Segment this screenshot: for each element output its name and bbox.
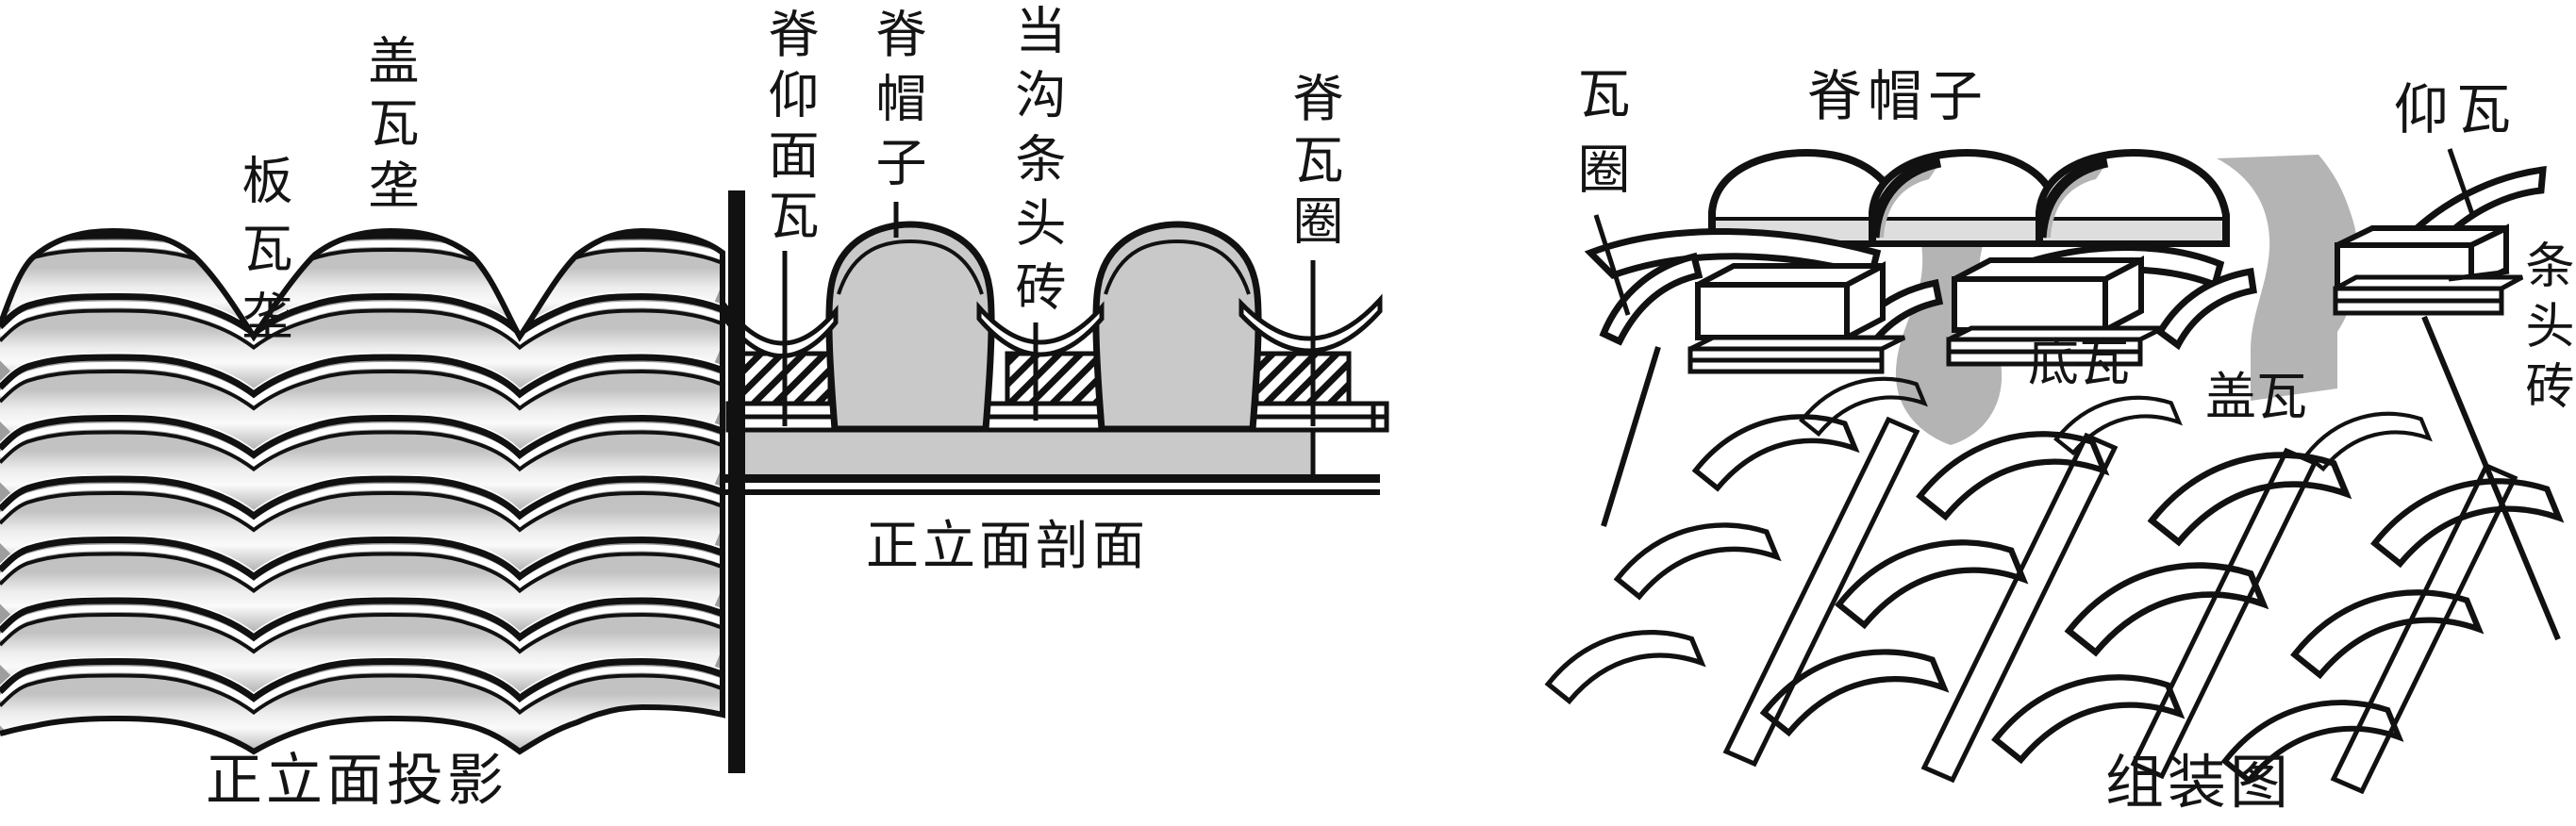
label-wa-quan: 瓦圈 bbox=[1570, 66, 1628, 217]
leader-lines bbox=[782, 148, 2510, 426]
label-ji-yang-mian-wa: 脊仰面瓦 bbox=[760, 8, 817, 249]
assembly-mortar-patches bbox=[1868, 155, 2359, 445]
label-ji-mao-zi-assembly: 脊帽子 bbox=[1807, 66, 1989, 127]
caption-projection: 正立面投影 bbox=[206, 750, 507, 812]
label-ji-mao-zi-section: 脊帽子 bbox=[868, 8, 924, 200]
assembly-tile-field bbox=[1548, 379, 2559, 781]
brick-middle bbox=[1005, 351, 1105, 406]
section-tile-ring-swoops bbox=[723, 293, 1383, 358]
brick-box-2 bbox=[1952, 256, 2144, 335]
assembly-ridge-caps bbox=[1708, 148, 2230, 247]
yang-wa-tile bbox=[2408, 165, 2547, 248]
plate-1 bbox=[1687, 335, 1906, 374]
label-di-wa: 底瓦 bbox=[2028, 335, 2130, 391]
caption-assembly: 组装图 bbox=[2105, 752, 2293, 816]
leader-tiao-tou-zhuan bbox=[2448, 269, 2510, 282]
section-ridge-cap-right bbox=[1092, 221, 1262, 433]
ridge-cap-2 bbox=[1869, 148, 2063, 247]
leader-wa-quan bbox=[1593, 214, 1631, 316]
section-ridge-cap-left bbox=[825, 221, 995, 433]
projection-tile-rows bbox=[0, 231, 723, 752]
label-gai-wa-long: 盖瓦垄 bbox=[360, 34, 417, 221]
plate-3 bbox=[2333, 274, 2524, 316]
section-base-lines bbox=[723, 474, 1380, 495]
small-ring-right bbox=[2155, 267, 2257, 351]
brick-box-1 bbox=[1695, 261, 1886, 342]
label-tiao-tou-zhuan: 条头砖 bbox=[2518, 240, 2571, 421]
caption-section: 正立面剖面 bbox=[866, 518, 1149, 576]
label-dang-gou-tiao-tou-zhuan: 当沟条头砖 bbox=[1007, 4, 1064, 324]
ridge-cap-3 bbox=[2036, 148, 2230, 247]
label-gai-wa: 盖瓦 bbox=[2205, 369, 2307, 425]
leader-yang-wa bbox=[2447, 148, 2476, 218]
label-ban-wa-long: 板瓦垄 bbox=[234, 154, 291, 357]
brick-right bbox=[1254, 351, 1352, 406]
label-ji-wa-quan: 脊瓦圈 bbox=[1285, 72, 1341, 256]
panel-divider-bar bbox=[728, 190, 745, 773]
projection-outline bbox=[0, 227, 725, 755]
label-yang-wa: 仰瓦 bbox=[2394, 79, 2519, 140]
section-flat-tile-ledges bbox=[725, 401, 1389, 433]
assembly-edge-lines bbox=[1601, 315, 2561, 641]
assembly-flat-plates bbox=[1687, 274, 2524, 374]
plate-2 bbox=[1946, 325, 2165, 367]
